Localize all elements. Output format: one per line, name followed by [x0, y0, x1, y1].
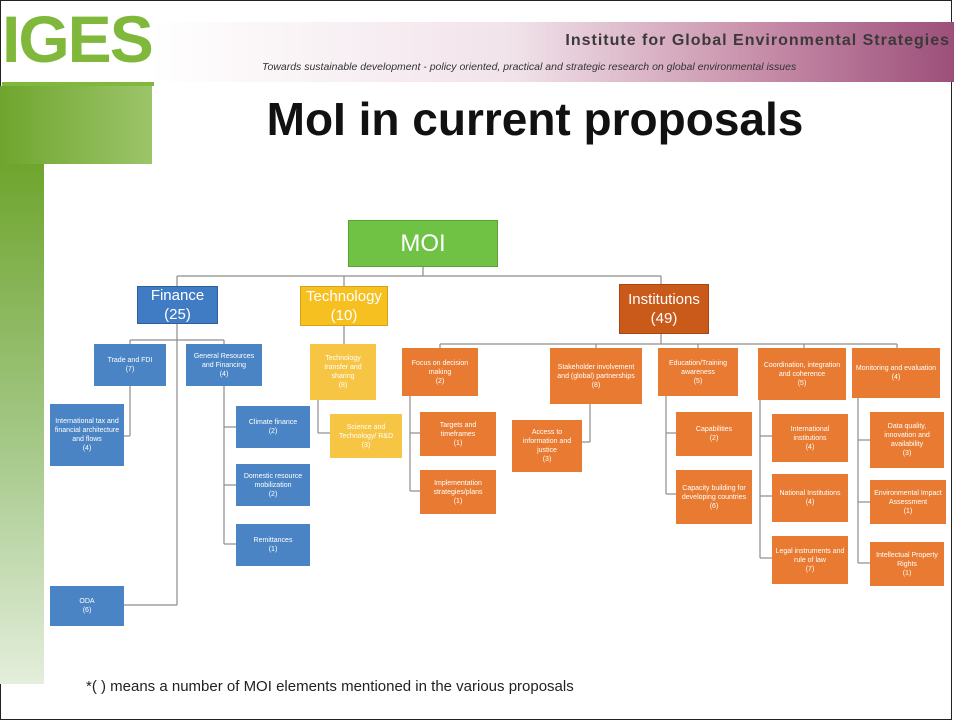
moi-root-label: MOI — [400, 229, 446, 257]
intl-institutions-label: International institutions — [790, 425, 830, 442]
ipr-node: Intellectual Property Rights (1) — [870, 542, 944, 586]
science-tech-node: Science and Technology/ R&D (3) — [330, 414, 402, 458]
institutions-count: (49) — [650, 310, 678, 327]
general-resources-count: (4) — [219, 370, 229, 378]
institutions-node: Institutions (49) — [619, 284, 709, 334]
monitoring-node: Monitoring and evaluation (4) — [852, 348, 940, 398]
general-resources-label: General Resources and Financing — [193, 352, 255, 369]
finance-node: Finance (25) — [137, 286, 218, 324]
footnote: *( ) means a number of MOI elements ment… — [86, 678, 574, 695]
tech-transfer-label: Technology transfer and sharing — [324, 355, 362, 380]
header-band — [150, 22, 954, 82]
intl-institutions-node: International institutions (4) — [772, 414, 848, 462]
legal-instruments-count: (7) — [805, 565, 815, 573]
institutions-label: Institutions — [628, 291, 700, 308]
remittances-node: Remittances (1) — [236, 524, 310, 566]
education-node: Education/Training awareness (5) — [658, 348, 738, 396]
capacity-building-node: Capacity building for developing countri… — [676, 470, 752, 524]
capacity-building-label: Capacity building for developing countri… — [681, 484, 747, 501]
capabilities-label: Capabilities — [695, 426, 733, 433]
stakeholder-label: Stakeholder involvement and (global) par… — [557, 363, 635, 380]
coordination-count: (5) — [797, 379, 807, 387]
oda-node: ODA (6) — [50, 586, 124, 626]
stakeholder-node: Stakeholder involvement and (global) par… — [550, 348, 642, 404]
implementation-node: Implementation strategies/plans (1) — [420, 470, 496, 514]
education-count: (5) — [693, 377, 703, 385]
data-quality-node: Data quality, innovation and availabilit… — [870, 412, 944, 468]
capabilities-count: (2) — [709, 435, 719, 442]
side-green-block — [0, 86, 152, 164]
natl-institutions-label: National Institutions — [779, 490, 841, 497]
institute-name: Institute for Global Environmental Strat… — [565, 32, 950, 49]
moi-root-node: MOI — [348, 220, 498, 267]
ipr-count: (1) — [902, 569, 912, 577]
tagline: Towards sustainable development - policy… — [262, 61, 797, 73]
coordination-node: Coordination, integration and coherence … — [758, 348, 846, 400]
science-tech-label: Science and Technology/ R&D — [338, 423, 394, 440]
access-info-label: Access to information and justice — [522, 429, 572, 454]
natl-institutions-node: National Institutions (4) — [772, 474, 848, 522]
coordination-label: Coordination, integration and coherence — [763, 361, 841, 378]
logo-underline — [2, 82, 154, 86]
intl-tax-node: International tax and financial architec… — [50, 404, 124, 466]
focus-decision-count: (2) — [435, 377, 445, 385]
capacity-building-count: (6) — [709, 502, 719, 510]
climate-finance-node: Climate finance (2) — [236, 406, 310, 448]
data-quality-count: (3) — [902, 450, 912, 457]
trade-fdi-node: Trade and FDI (7) — [94, 344, 166, 386]
side-gradient-strip — [0, 164, 44, 684]
focus-decision-label: Focus on decision making — [411, 359, 469, 376]
monitoring-label: Monitoring and evaluation — [855, 365, 937, 372]
access-info-node: Access to information and justice (3) — [512, 420, 582, 472]
finance-count: (25) — [164, 306, 191, 323]
technology-label: Technology — [306, 288, 382, 305]
ipr-label: Intellectual Property Rights — [876, 551, 938, 568]
remittances-count: (1) — [268, 546, 278, 553]
targets-node: Targets and timeframes (1) — [420, 412, 496, 456]
iges-logo: IGES — [2, 2, 154, 76]
trade-fdi-count: (7) — [125, 366, 135, 373]
eia-node: Environmental Impact Assessment (1) — [870, 480, 946, 524]
general-resources-node: General Resources and Financing (4) — [186, 344, 262, 386]
implementation-label: Implementation strategies/plans — [433, 479, 483, 496]
eia-count: (1) — [903, 507, 913, 515]
climate-finance-label: Climate finance — [248, 419, 298, 426]
legal-instruments-label: Legal instruments and rule of law — [775, 547, 845, 564]
oda-count: (6) — [82, 607, 92, 614]
technology-count: (10) — [330, 307, 358, 324]
tech-transfer-node: Technology transfer and sharing (8) — [310, 344, 376, 400]
science-tech-count: (3) — [361, 441, 371, 449]
natl-institutions-count: (4) — [805, 499, 815, 506]
monitoring-count: (4) — [891, 374, 901, 381]
intl-tax-count: (4) — [82, 445, 92, 452]
domestic-resource-label: Domestic resource mobilization — [243, 472, 303, 489]
focus-decision-node: Focus on decision making (2) — [402, 348, 478, 396]
domestic-resource-count: (2) — [268, 490, 278, 498]
targets-count: (1) — [453, 439, 463, 447]
capabilities-node: Capabilities (2) — [676, 412, 752, 456]
trade-fdi-label: Trade and FDI — [107, 357, 153, 364]
domestic-resource-node: Domestic resource mobilization (2) — [236, 464, 310, 506]
targets-label: Targets and timeframes — [439, 421, 477, 438]
slide-title: MoI in current proposals — [266, 93, 804, 145]
tech-transfer-count: (8) — [338, 382, 348, 389]
climate-finance-count: (2) — [268, 428, 278, 435]
education-label: Education/Training awareness — [668, 359, 728, 376]
oda-label: ODA — [79, 598, 95, 605]
eia-label: Environmental Impact Assessment — [874, 489, 942, 506]
intl-tax-label: International tax and financial architec… — [54, 418, 120, 443]
access-info-count: (3) — [542, 456, 552, 463]
technology-node: Technology (10) — [300, 286, 388, 326]
legal-instruments-node: Legal instruments and rule of law (7) — [772, 536, 848, 584]
implementation-count: (1) — [453, 497, 463, 505]
stakeholder-count: (8) — [591, 381, 601, 389]
finance-label: Finance — [150, 287, 205, 304]
data-quality-label: Data quality, innovation and availabilit… — [884, 423, 930, 448]
remittances-label: Remittances — [253, 537, 293, 544]
intl-institutions-count: (4) — [805, 443, 815, 451]
